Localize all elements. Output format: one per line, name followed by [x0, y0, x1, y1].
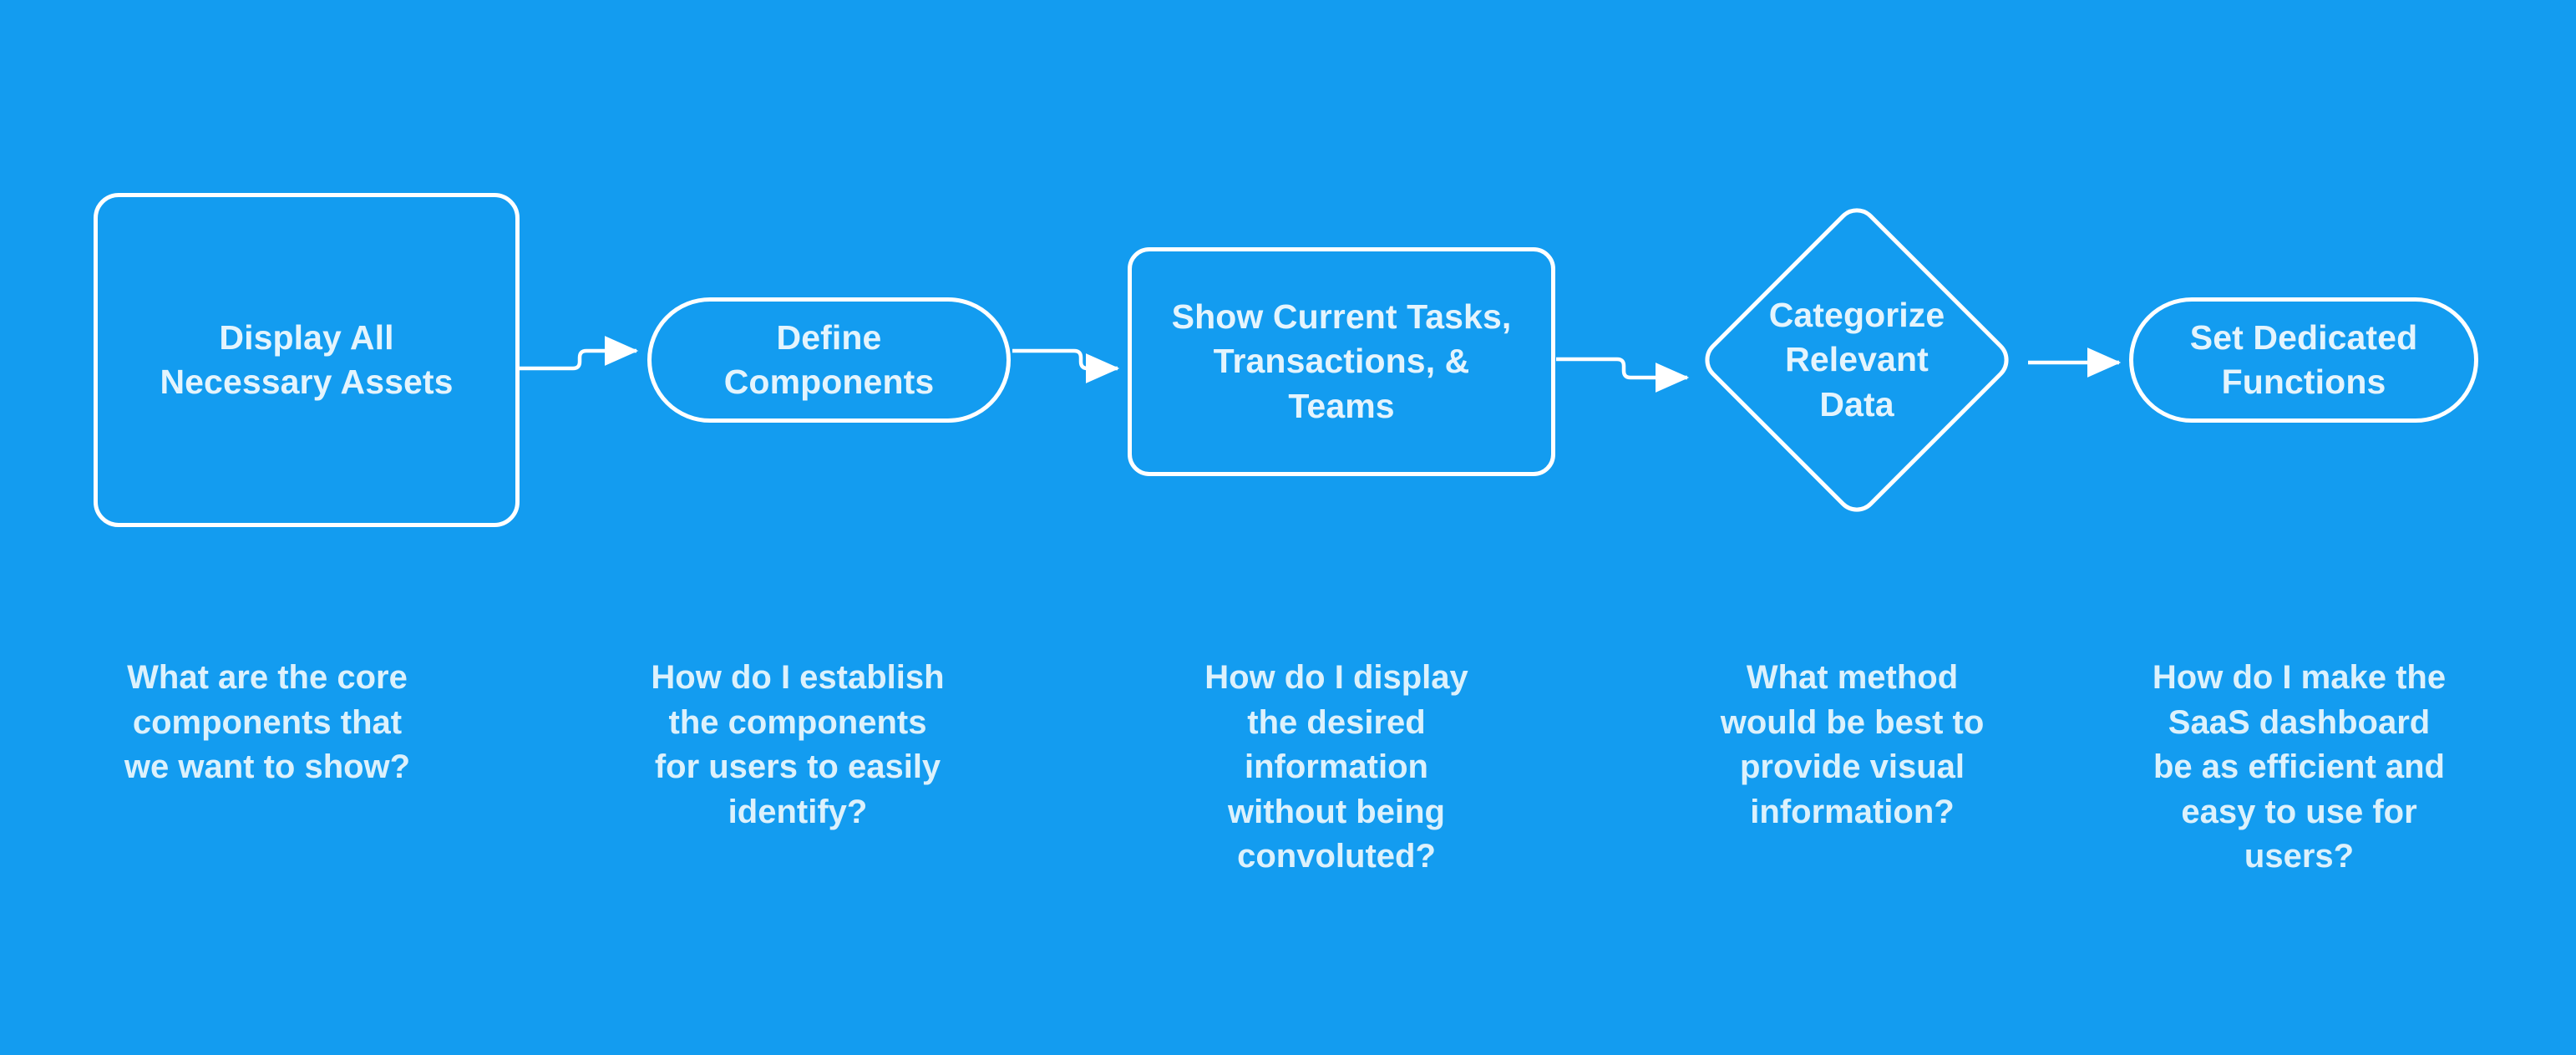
node-label: Show Current Tasks, Transactions, & Team…	[1171, 297, 1512, 425]
caption-set-dedicated-functions: How do I make the SaaS dashboard be as e…	[2152, 659, 2447, 875]
connector-tasks-to-categorize	[1556, 357, 1690, 393]
caption-display-all-necessary-assets: What are the core components that we wan…	[124, 659, 411, 786]
caption-show-current-tasks-transactions-teams: How do I display the desired information…	[1204, 659, 1468, 875]
caption-define-components: How do I establish the components for us…	[651, 659, 945, 830]
node-display-all-necessary-assets[interactable]: Display All Necessary Assets	[94, 193, 520, 527]
node-categorize-relevant-data[interactable]: Categorize Relevant Data	[1696, 199, 2018, 521]
node-define-components[interactable]: Define Components	[647, 297, 1011, 423]
node-label: Set Dedicated Functions	[2189, 317, 2418, 401]
connector-assets-to-components	[520, 336, 639, 371]
node-label: Display All Necessary Assets	[160, 317, 454, 401]
node-label: Categorize Relevant Data	[1768, 296, 1945, 424]
connector-components-to-tasks	[1012, 348, 1120, 383]
node-set-dedicated-functions[interactable]: Set Dedicated Functions	[2129, 297, 2478, 423]
node-show-current-tasks-transactions-teams[interactable]: Show Current Tasks, Transactions, & Team…	[1128, 247, 1555, 476]
node-label: Define Components	[723, 317, 935, 401]
caption-categorize-relevant-data: What method would be best to provide vis…	[1720, 659, 1985, 830]
